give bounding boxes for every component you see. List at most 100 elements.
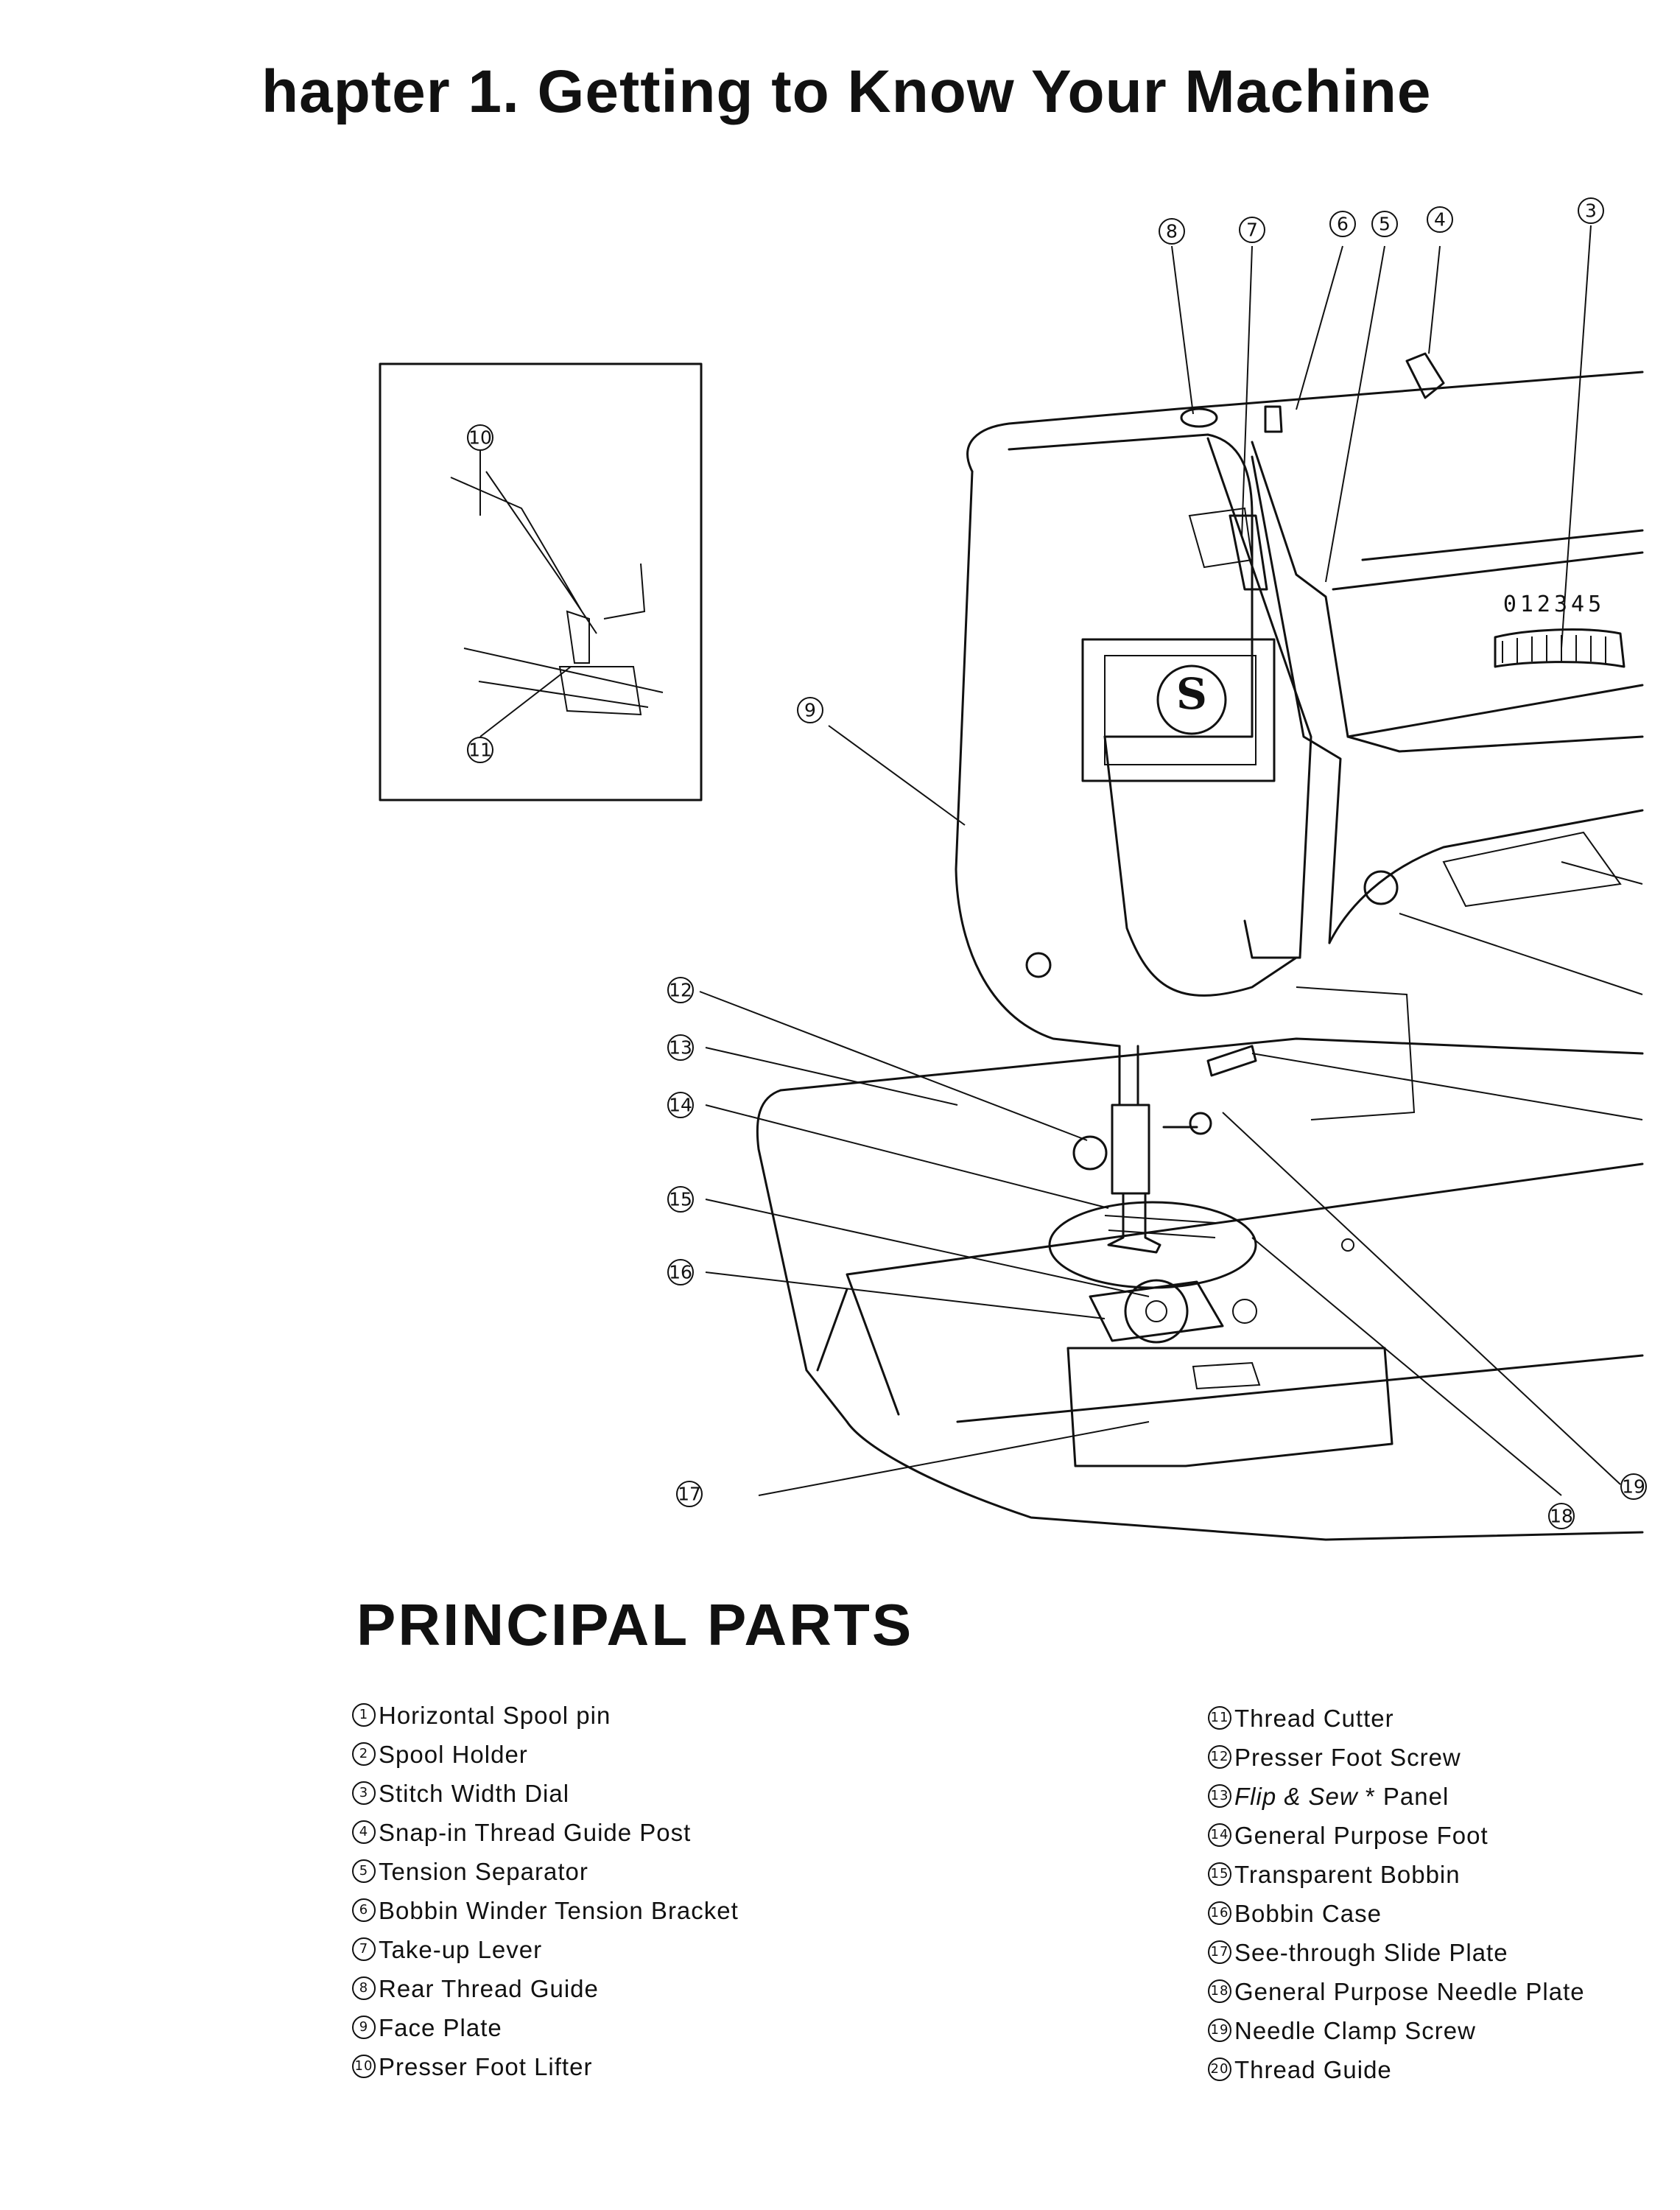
part-name: Snap-in Thread Guide Post (379, 1819, 692, 1846)
part-number: 4 (352, 1820, 376, 1845)
callout-4: 4 (1427, 206, 1453, 233)
svg-text:17: 17 (678, 1484, 701, 1505)
part-number: 17 (1208, 1940, 1231, 1965)
stitch-width-dial: 012345 (1494, 592, 1625, 668)
part-name: General Purpose Foot (1234, 1822, 1489, 1849)
part-number: 19 (1208, 2018, 1231, 2043)
inset-detail (379, 362, 703, 801)
machine-head: S (955, 371, 1644, 1048)
part-name: Bobbin Winder Tension Bracket (379, 1897, 739, 1924)
callout-12: 12 (667, 977, 694, 1003)
dial-numbers: 012345 (1503, 592, 1605, 617)
part-number: 1 (352, 1703, 376, 1727)
part-number: 10 (352, 2055, 376, 2079)
part-number: 2 (352, 1742, 376, 1767)
part-name: Presser Foot Screw (1234, 1744, 1461, 1771)
part-name: Take-up Lever (379, 1936, 543, 1963)
part-number: 20 (1208, 2058, 1231, 2082)
part-number: 16 (1208, 1901, 1231, 1926)
part-name: Horizontal Spool pin (379, 1702, 611, 1729)
callout-numbers: 3 4 5 6 7 8 9 10 11 12 13 14 15 16 17 18… (467, 197, 1647, 1529)
part-name: Stitch Width Dial (379, 1780, 570, 1807)
svg-text:13: 13 (669, 1037, 692, 1059)
part-number: 8 (352, 1976, 376, 2001)
part-number: 9 (352, 2016, 376, 2040)
part-number: 6 (352, 1898, 376, 1923)
svg-text:12: 12 (669, 980, 692, 1001)
part-name: Presser Foot Lifter (379, 2053, 593, 2080)
svg-text:3: 3 (1585, 200, 1597, 222)
machine-bed (756, 986, 1644, 1541)
callout-15: 15 (667, 1186, 694, 1213)
part-name: Bobbin Case (1234, 1900, 1382, 1927)
svg-text:4: 4 (1434, 209, 1446, 231)
part-number: 18 (1208, 1979, 1231, 2004)
svg-text:19: 19 (1622, 1476, 1645, 1498)
callout-13: 13 (667, 1034, 694, 1061)
callout-10: 10 (467, 424, 493, 451)
part-name: Needle Clamp Screw (1234, 2017, 1476, 2044)
callout-16: 16 (667, 1259, 694, 1285)
part-number: 7 (352, 1937, 376, 1962)
svg-text:16: 16 (669, 1262, 692, 1283)
callout-9: 9 (797, 697, 823, 723)
callout-3: 3 (1578, 197, 1604, 224)
section-title: PRINCIPAL PARTS (356, 1592, 914, 1658)
part-name: Face Plate (379, 2014, 502, 2041)
part-name: Tension Separator (379, 1858, 588, 1885)
callout-18: 18 (1548, 1503, 1575, 1529)
svg-text:18: 18 (1550, 1506, 1573, 1527)
callout-11: 11 (467, 737, 493, 763)
part-name: Spool Holder (379, 1741, 528, 1768)
part-name-italic: Flip & Sew (1234, 1783, 1358, 1810)
part-number: 15 (1208, 1862, 1231, 1887)
part-name: General Purpose Needle Plate (1234, 1978, 1585, 2005)
callout-6: 6 (1329, 211, 1356, 237)
part-number: 11 (1208, 1706, 1231, 1730)
part-number: 14 (1208, 1823, 1231, 1848)
chapter-title: hapter 1. Getting to Know Your Machine (261, 58, 1432, 125)
svg-text:8: 8 (1166, 221, 1178, 242)
callout-17: 17 (676, 1481, 703, 1507)
callout-7: 7 (1239, 217, 1265, 243)
svg-text:11: 11 (468, 740, 492, 761)
logo-letter: S (1176, 669, 1207, 719)
callout-14: 14 (667, 1092, 694, 1118)
svg-text:15: 15 (669, 1189, 692, 1210)
part-name: Transparent Bobbin (1234, 1861, 1461, 1888)
part-name: See-through Slide Plate (1234, 1939, 1508, 1966)
svg-text:7: 7 (1246, 220, 1258, 241)
leader-lines (699, 225, 1643, 1496)
callout-5: 5 (1371, 211, 1398, 237)
part-name: * Panel (1357, 1783, 1449, 1810)
svg-text:6: 6 (1337, 214, 1349, 235)
needle-assembly (1072, 1045, 1257, 1254)
part-number: 13 (1208, 1784, 1231, 1809)
part-name: Thread Guide (1234, 2056, 1392, 2083)
part-number: 12 (1208, 1745, 1231, 1769)
svg-text:5: 5 (1379, 214, 1391, 235)
top-thread-guides (1180, 352, 1445, 433)
